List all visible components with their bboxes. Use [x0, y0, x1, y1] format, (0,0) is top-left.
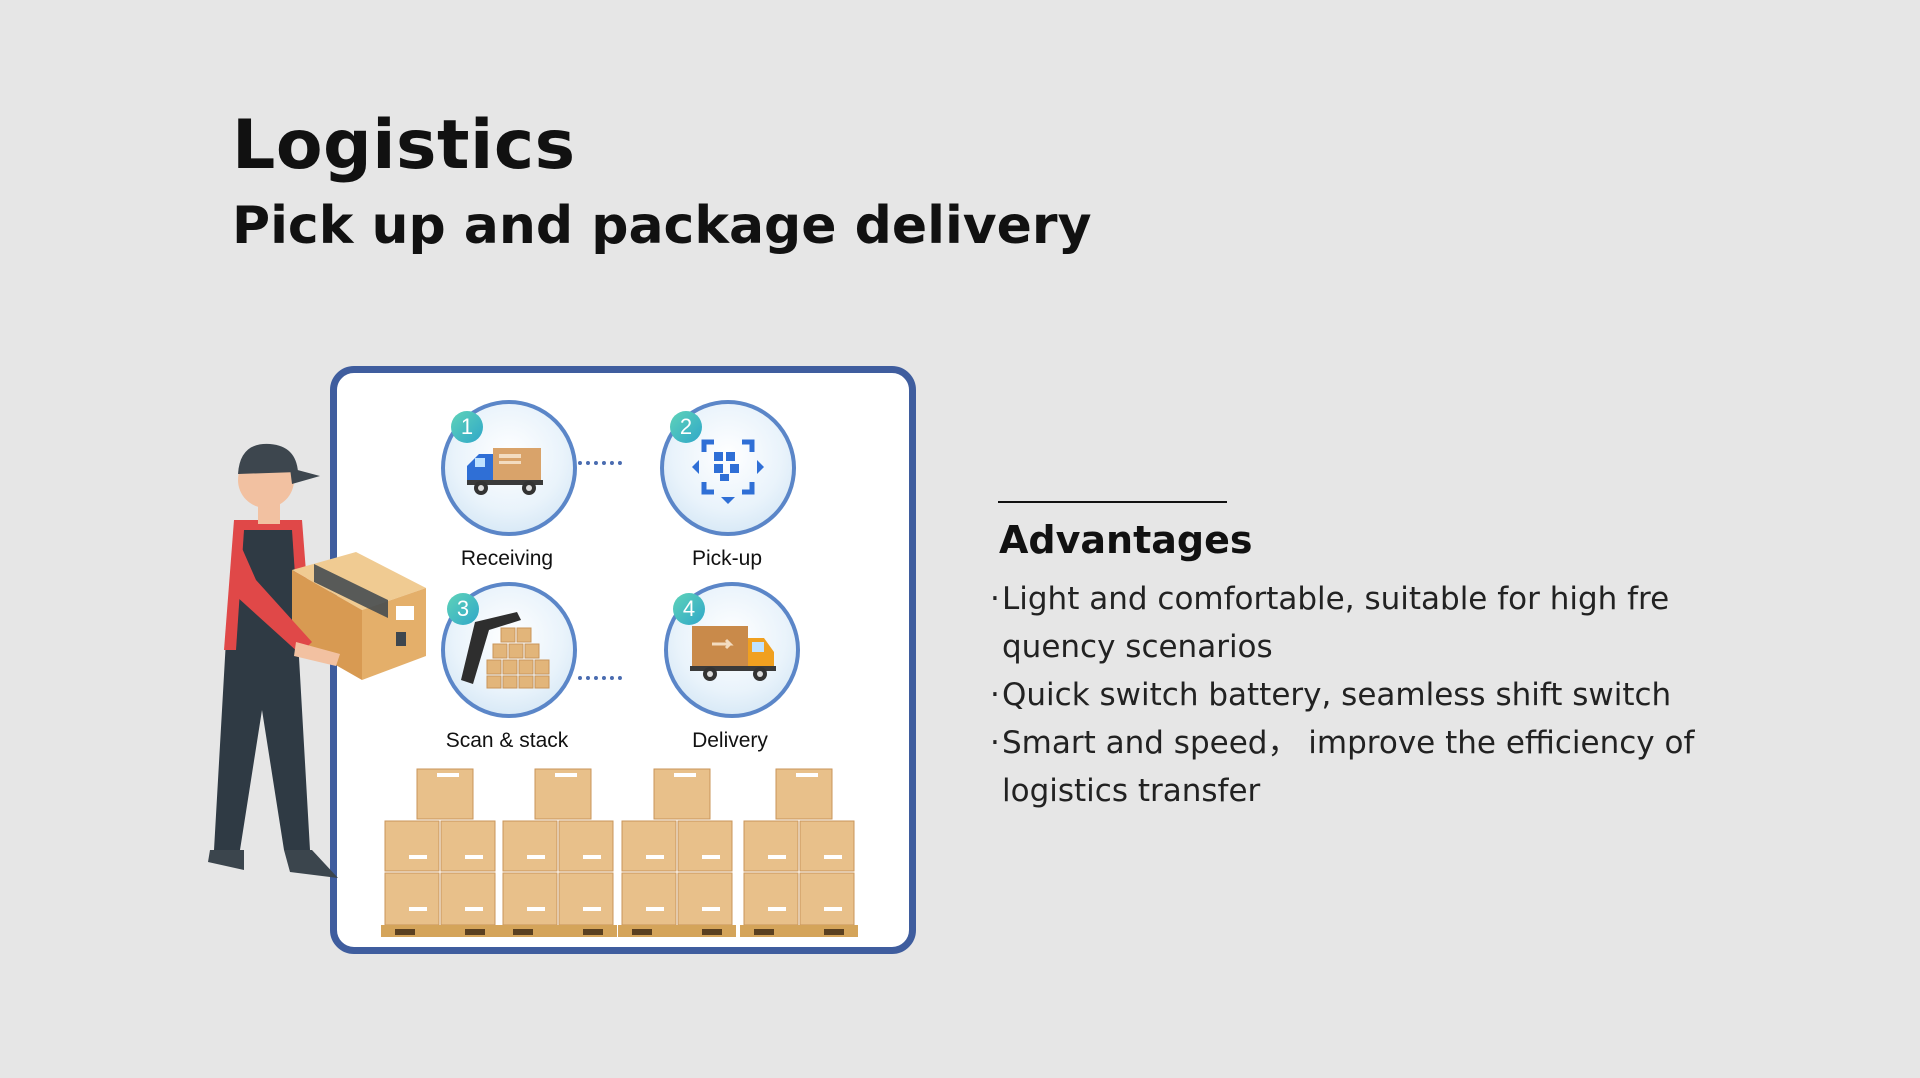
- logistics-illustration: 1 Receiving 2 Pick-up: [200, 360, 920, 960]
- advantages-title: Advantages: [999, 518, 1253, 562]
- process-panel: 1 Receiving 2 Pick-up: [330, 366, 916, 954]
- step-2-number: 2: [670, 411, 702, 443]
- step-1-number: 1: [451, 411, 483, 443]
- page-title: Logistics: [232, 106, 576, 185]
- connector-dots: [578, 461, 622, 465]
- step-3-number: 3: [447, 593, 479, 625]
- section-divider: [998, 501, 1227, 503]
- advantage-line: ·Light and comfortable, suitable for hig…: [990, 575, 1710, 623]
- page-subtitle: Pick up and package delivery: [232, 196, 1092, 256]
- step-4-number: 4: [673, 593, 705, 625]
- step-4-label: Delivery: [692, 729, 768, 752]
- delivery-worker-illustration: [208, 443, 426, 878]
- advantage-line: ·Quick switch battery, seamless shift sw…: [990, 671, 1710, 719]
- truck-icon: [467, 448, 543, 495]
- delivery-truck-icon: [690, 626, 776, 681]
- advantage-line: quency scenarios: [1002, 629, 1273, 665]
- bullet: ·: [990, 581, 1000, 617]
- step-3-label: Scan & stack: [445, 729, 569, 752]
- advantage-line: logistics transfer: [1002, 773, 1261, 809]
- barcode-scanner-icon: [461, 612, 550, 689]
- step-2-label: Pick-up: [691, 547, 763, 570]
- connector-dots: [578, 676, 622, 680]
- step-1-label: Receiving: [460, 547, 554, 570]
- scan-frame-icon: [692, 439, 764, 504]
- bullet: ·: [990, 725, 1000, 761]
- advantage-line: ·Smart and speed， improve the efficiency…: [990, 719, 1710, 767]
- bullet: ·: [990, 677, 1000, 713]
- advantages-list: ·Light and comfortable, suitable for hig…: [990, 575, 1710, 815]
